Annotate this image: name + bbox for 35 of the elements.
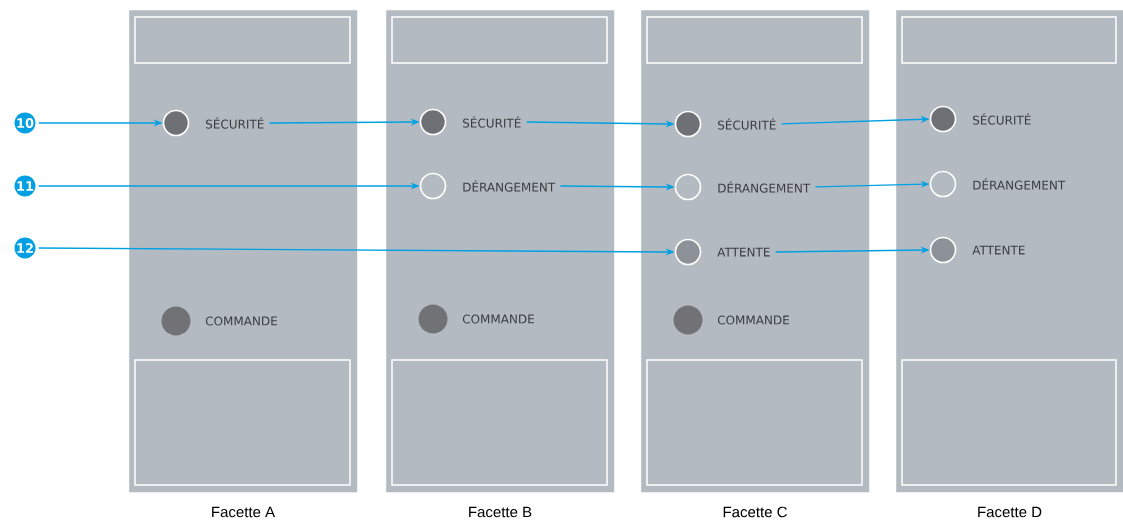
indicator-light [929, 170, 957, 198]
indicator-light [674, 110, 702, 138]
panel-caption: Facette A [212, 506, 276, 518]
indicator-light [674, 238, 702, 266]
indicator-label: SÉCURITÉ [206, 117, 264, 129]
indicator-label: SÉCURITÉ [718, 118, 776, 130]
indicator-label: SÉCURITÉ [463, 116, 521, 128]
indicator-label: COMMANDE [205, 316, 277, 326]
indicator-light [161, 306, 191, 336]
indicator-light [929, 105, 957, 133]
indicator-light [418, 304, 448, 334]
callout-number: 11 [14, 175, 36, 197]
indicator-light [419, 172, 447, 200]
indicator-label: SÉCURITÉ [973, 113, 1031, 125]
panel-caption: Facette C [723, 506, 787, 518]
indicator-label: ATTENTE [717, 247, 770, 257]
indicator-light [162, 109, 190, 137]
indicator-label: DÉRANGEMENT [463, 180, 556, 192]
indicator-light [674, 173, 702, 201]
indicator-label: DÉRANGEMENT [973, 178, 1066, 190]
control-panel [641, 10, 870, 493]
control-panel [129, 10, 358, 493]
indicator-label: COMMANDE [462, 314, 534, 324]
panel-caption: Facette D [978, 506, 1042, 518]
control-panel [896, 10, 1123, 493]
indicator-light [419, 108, 447, 136]
callout-number: 10 [14, 112, 36, 134]
indicator-label: DÉRANGEMENT [718, 181, 811, 193]
callout-number: 12 [14, 237, 36, 259]
indicator-label: ATTENTE [972, 245, 1025, 255]
indicator-label: COMMANDE [717, 315, 789, 325]
indicator-light [673, 305, 703, 335]
panel-caption: Facette B [469, 506, 532, 518]
control-panel [386, 10, 615, 493]
indicator-light [929, 236, 957, 264]
